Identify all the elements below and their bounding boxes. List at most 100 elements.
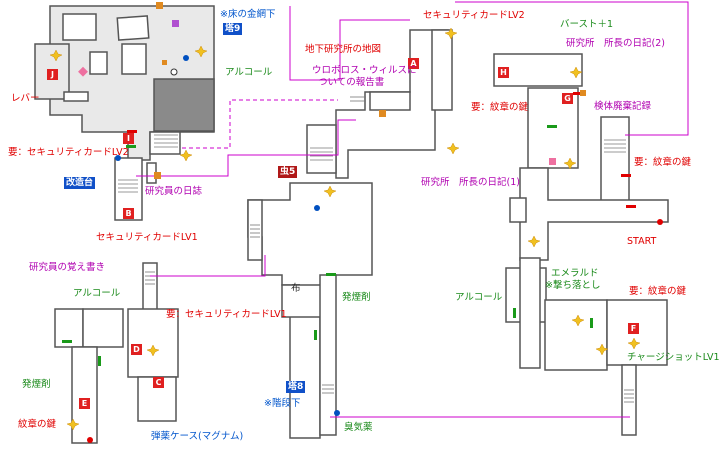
door-8 [513, 308, 516, 318]
crate-4 [89, 51, 108, 75]
label-emblem-key: 紋章の鍵 [18, 419, 57, 430]
nw-complex [34, 5, 215, 221]
es-corridor [519, 257, 541, 369]
report-room [369, 91, 411, 111]
star-10 [595, 343, 609, 356]
door-2 [326, 273, 336, 276]
star-12 [66, 418, 80, 431]
star-1 [49, 49, 63, 62]
center-main [247, 182, 373, 439]
label-charge-shot: チャージショットLV1 [627, 352, 719, 363]
marker-g: G [562, 93, 573, 104]
label-key-emblem-3: 要：紋章の鍵 [629, 286, 687, 297]
center-south-corridor [319, 274, 337, 436]
connector-top-right [455, 1, 689, 136]
marker-d: D [131, 344, 142, 355]
east-stairs [604, 139, 626, 153]
label-security-card-lv2: セキュリティカードLV2 [423, 10, 525, 21]
door-5 [98, 356, 101, 366]
marker-c: C [153, 377, 164, 388]
red-door-3 [127, 130, 137, 133]
label-key-emblem-2: 要：紋章の鍵 [634, 157, 692, 168]
center-stair-room [306, 124, 337, 174]
star-9 [527, 235, 541, 248]
door-4 [62, 340, 72, 343]
red-door-4 [626, 205, 636, 208]
label-security-card-lv1: セキュリティカードLV1 [96, 232, 198, 243]
pickup-start [657, 219, 663, 225]
alcohol-room [82, 308, 124, 348]
es-stair [621, 364, 637, 436]
nw-stairs [118, 134, 178, 193]
crate-2 [116, 15, 150, 41]
tag-tower9: 塔9 [223, 23, 243, 35]
cloth-room [281, 284, 323, 318]
item-orange-2 [379, 110, 386, 117]
label-emerald-2: ※撃ち落とし [545, 280, 601, 291]
door-6 [590, 318, 593, 328]
center-stairs [310, 96, 366, 161]
label-alcohol-2: アルコール [73, 288, 121, 299]
label-researcher-diary: 研究員の日誌 [145, 186, 203, 197]
lever-bench [63, 91, 89, 102]
emblem-key-corridor [71, 346, 98, 444]
crate-1 [62, 13, 97, 41]
item-pink-1 [549, 158, 556, 165]
connector-nw-center [182, 99, 338, 149]
star-3 [179, 149, 193, 162]
item-orange-4 [154, 172, 161, 179]
label-ignition-1: 発煙剤 [22, 379, 51, 390]
doors-green [62, 125, 593, 366]
item-orange-3 [162, 60, 167, 65]
star-6 [446, 142, 460, 155]
ws-stair-corridor [142, 262, 158, 314]
item-orange-5 [580, 90, 586, 96]
label-stink-bomb: 臭気薬 [344, 422, 373, 433]
label-floor-grate: ※床の金網下 [220, 9, 276, 20]
connector-ws-bug5 [150, 255, 266, 277]
tag-modify: 改造台 [64, 177, 96, 189]
connectors [136, 1, 689, 418]
bug5-stair [247, 199, 263, 261]
star-7 [563, 157, 577, 170]
star-11 [571, 314, 585, 327]
center-top [306, 29, 453, 179]
marker-e: E [79, 398, 90, 409]
label-emerald-1: エメラルド [551, 268, 599, 279]
east-south [505, 257, 668, 436]
emerald-room [544, 299, 608, 371]
pickup-white-1 [170, 68, 178, 76]
pickup-blue-4 [334, 410, 340, 416]
label-specimen-disposal: 検体廃棄記録 [594, 101, 652, 112]
label-alcohol-3: アルコール [455, 292, 503, 303]
marker-j: J [47, 69, 58, 80]
marker-i: I [123, 133, 134, 144]
label-key-emblem-1: 要：紋章の鍵 [471, 102, 529, 113]
marker-f: F [628, 323, 639, 334]
es-stairs [624, 389, 634, 403]
pickup-blue-1 [183, 55, 189, 61]
label-alcohol-1: アルコール [225, 67, 273, 78]
pickup-red-1 [87, 437, 93, 443]
connector-top-left [289, 6, 410, 81]
star-5 [323, 185, 337, 198]
label-cloth: 布 [291, 283, 301, 294]
bug5-stairs [250, 224, 334, 394]
label-ammo-case: 弾薬ケース(マグナム) [151, 431, 244, 442]
label-burst: バースト＋1 [560, 19, 614, 30]
item-purple [172, 20, 179, 27]
star-13 [146, 344, 160, 357]
junction-left [509, 197, 527, 223]
label-start: START [627, 236, 657, 247]
star-2 [194, 45, 208, 58]
door-1 [126, 145, 136, 148]
label-key-security-lv1: 要：セキュリティカードLV1 [166, 309, 287, 320]
label-ouroboros-1: ウロボロス・ウィルスに [312, 65, 417, 76]
label-researcher-memo: 研究員の覚え書き [29, 262, 106, 273]
connector-diary [136, 119, 356, 177]
pickup-blue-2 [115, 155, 121, 161]
label-underground-map: 地下研究所の地図 [305, 44, 382, 55]
door-3 [314, 330, 317, 340]
